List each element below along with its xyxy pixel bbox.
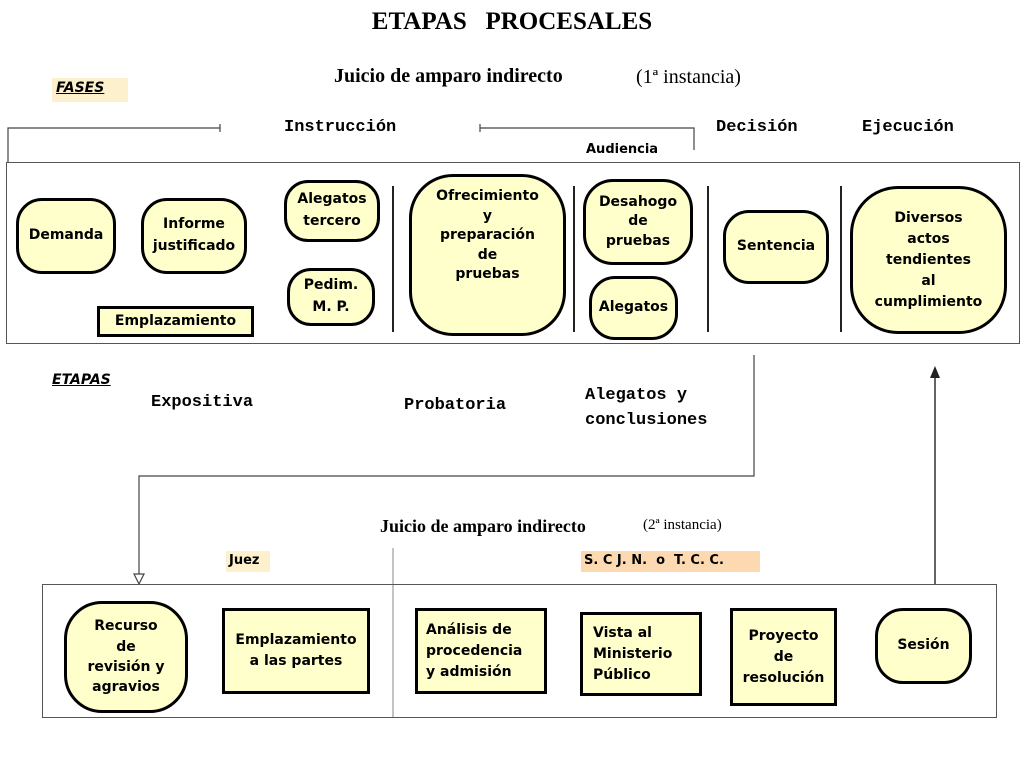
separator-3 [707,186,709,332]
node-sesion: Sesión [875,608,972,684]
phase-ejecucion: Ejecución [862,118,954,137]
audiencia-label: Audiencia [586,142,659,157]
separator-2 [573,186,575,332]
flow-down-connector [138,355,755,580]
etapa-probatoria: Probatoria [404,396,507,415]
instruccion-bracket-right [480,127,695,150]
node-emplazamiento-partes: Emplazamiento a las partes [222,608,370,694]
node-informe-justificado: Informe justificado [141,198,247,274]
node-desahogo: Desahogo de pruebas [583,179,693,265]
separator-1 [392,186,394,332]
separator-4 [840,186,842,332]
etapa-alegatos-conclusiones: Alegatos y conclusiones [585,386,708,430]
node-alegatos: Alegatos [589,276,678,340]
node-alegatos-tercero: Alegatos tercero [284,180,380,242]
node-sentencia: Sentencia [723,210,829,284]
node-ofrecimiento: Ofrecimiento y preparación de pruebas [409,174,566,336]
second-instance-label: (2ª instancia) [643,517,722,533]
node-proyecto-resolucion: Proyecto de resolución [730,608,837,706]
etapas-label: ETAPAS [52,372,111,388]
node-analisis-procedencia: Análisis de procedencia y admisión [415,608,547,694]
etapa-expositiva: Expositiva [151,393,254,412]
first-instance-subtitle: Juicio de amparo indirecto [334,65,563,87]
node-pedim-mp: Pedim. M. P. [287,268,375,326]
scjn-label: S. C J. N. o T. C. C. [581,551,760,572]
second-instance-subtitle: Juicio de amparo indirecto [380,516,586,536]
first-instance-label: (1ª instancia) [636,66,741,88]
instruccion-bracket-left [7,127,220,162]
flow-down-arrowhead [133,573,145,586]
page-title: ETAPAS PROCESALES [371,8,653,35]
flow-up-arrowhead [930,366,940,378]
node-emplazamiento: Emplazamiento [97,306,254,337]
node-diversos-actos: Diversos actos tendientes al cumplimient… [850,186,1007,334]
second-instance-frame [42,584,997,718]
phase-instruccion: Instrucción [284,118,397,137]
node-demanda: Demanda [16,198,116,274]
first-instance-frame [6,162,1020,344]
juez-label: Juez [226,551,270,572]
node-vista-ministerio: Vista al Ministerio Público [580,612,702,696]
node-recurso-revision: Recurso de revisión y agravios [64,601,188,713]
fases-label: FASES [52,78,128,102]
phase-decision: Decisión [716,118,798,137]
